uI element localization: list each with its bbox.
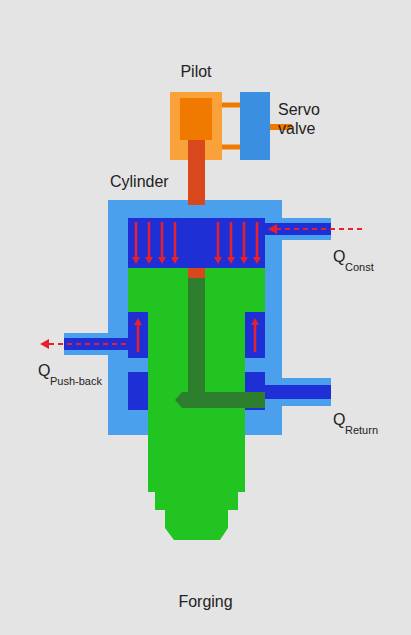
pressure-arrowhead (171, 257, 179, 264)
pressure-arrowhead (227, 257, 235, 264)
cylinder-housing: Cylinder (108, 200, 282, 435)
pressure-arrow (256, 222, 259, 259)
pressure-arrow (243, 222, 246, 259)
pressure-arrow (137, 323, 140, 352)
pressure-arrow (148, 222, 151, 259)
pressure-arrow (161, 222, 164, 259)
flow-arrowhead (268, 224, 277, 234)
servo-valve-box: Servo valve (240, 92, 270, 160)
pilot-spool (180, 98, 212, 140)
pressure-chamber (128, 218, 265, 270)
caption: Forging (0, 592, 411, 611)
pilot-line (222, 105, 240, 147)
pressure-arrowhead (251, 318, 259, 325)
piston-rod (188, 268, 205, 278)
pressure-arrowhead (132, 257, 140, 264)
flow-arrowhead (40, 339, 49, 349)
flow-subscript: Return (345, 423, 378, 437)
pressure-arrowhead (158, 257, 166, 264)
return-port (265, 378, 331, 406)
piston (128, 268, 265, 540)
pressure-arrowhead (253, 257, 261, 264)
pushback-chamber (245, 312, 265, 358)
pressure-arrowhead (214, 257, 222, 264)
pushback-chamber (128, 312, 148, 358)
node-label: Cylinder (110, 172, 169, 191)
node-label: Servo valve (278, 100, 338, 138)
pressure-arrow (174, 222, 177, 259)
flow-symbol: Q (38, 361, 50, 380)
pressure-arrowhead (145, 257, 153, 264)
flow-subscript: Const (345, 260, 374, 274)
pilot-box: Pilot (170, 92, 222, 160)
return-channel (265, 385, 331, 399)
pressure-arrow (230, 222, 233, 259)
node-label: Pilot (170, 62, 222, 81)
pilot-rod (188, 140, 205, 160)
piston-rod (188, 160, 205, 205)
flow-arrow (276, 228, 362, 230)
flow-symbol: Q (333, 410, 345, 429)
pressure-arrowhead (134, 318, 142, 325)
flow-arrow (48, 343, 126, 345)
pressure-arrow (254, 323, 257, 352)
pressure-arrowhead (240, 257, 248, 264)
return-chamber (128, 372, 148, 410)
flow-symbol: Q (333, 247, 345, 266)
flow-subscript: Push-back (50, 374, 102, 388)
return-bore (175, 278, 265, 408)
pressure-arrow (217, 222, 220, 259)
pressure-arrow (135, 222, 138, 259)
